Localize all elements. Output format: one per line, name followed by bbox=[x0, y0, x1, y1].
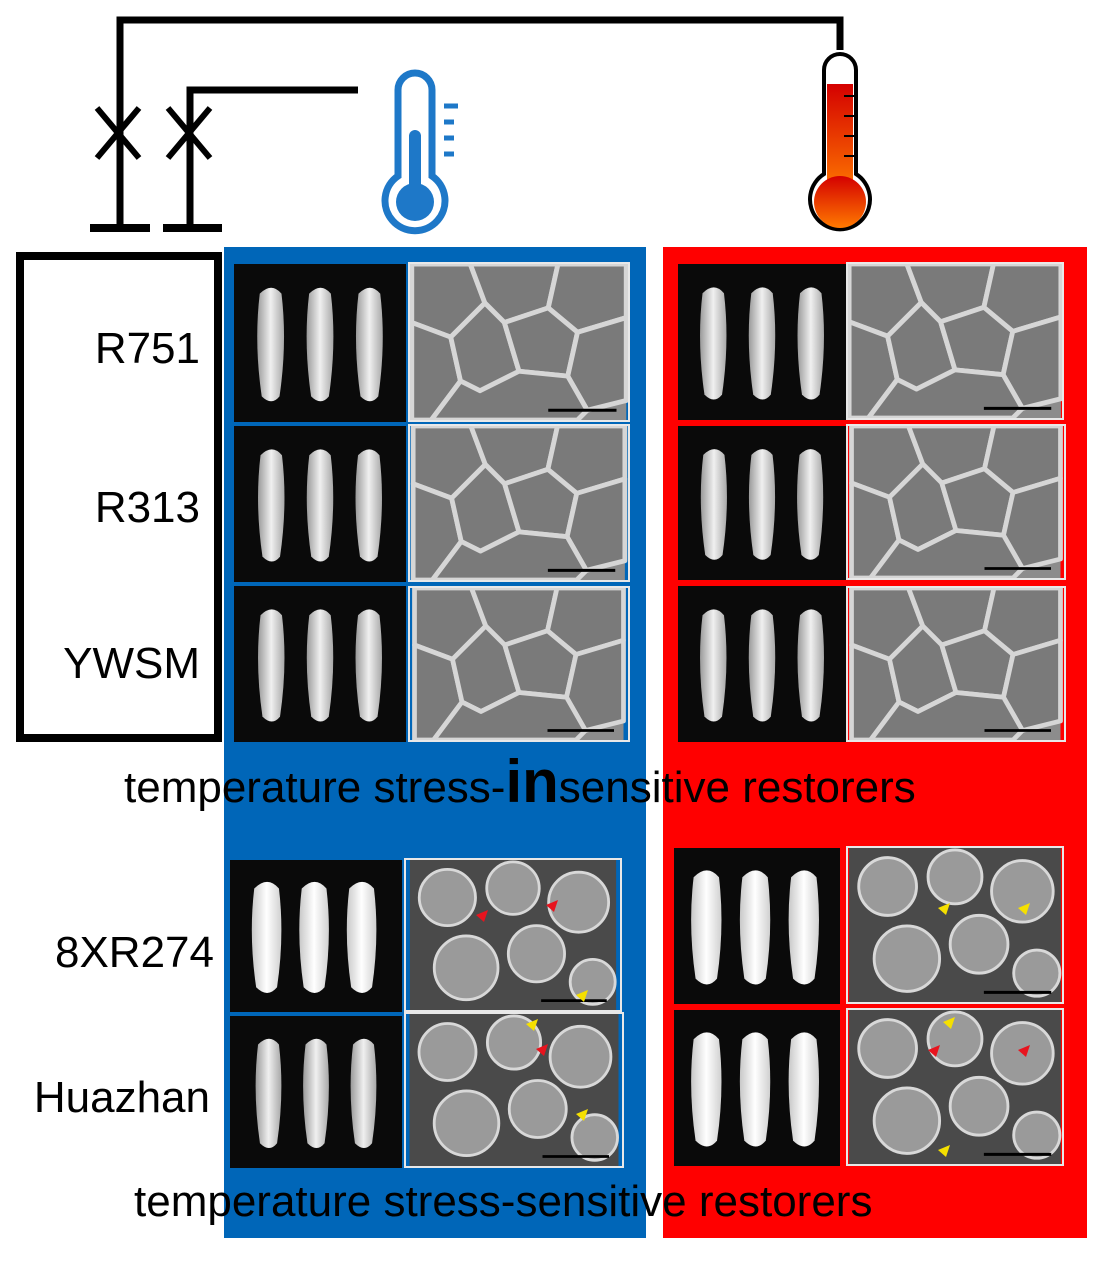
sem-image-r751-high bbox=[846, 262, 1064, 420]
caption-insensitive-suffix: sensitive restorers bbox=[558, 763, 916, 812]
sem-image-8xr274-high bbox=[846, 846, 1064, 1004]
genotype-label-8xr274: 8XR274 bbox=[54, 928, 214, 977]
grain-photo-r313-low bbox=[234, 426, 406, 582]
thermometer-high-icon bbox=[808, 52, 872, 232]
sem-image-ywsm-low bbox=[408, 586, 630, 742]
genotype-label-huazhan: Huazhan bbox=[33, 1073, 210, 1122]
grain-photo-huazhan-low bbox=[230, 1016, 402, 1168]
grain-photo-huazhan-high bbox=[674, 1010, 840, 1166]
grain-photo-8xr274-high bbox=[674, 848, 840, 1004]
thermometer-low-icon bbox=[381, 69, 458, 235]
sem-image-huazhan-high bbox=[846, 1008, 1064, 1166]
cross-line-high bbox=[116, 16, 480, 228]
grain-photo-r313-high bbox=[678, 426, 846, 580]
sem-image-8xr274-low bbox=[404, 858, 622, 1012]
sem-image-r313-low bbox=[408, 424, 630, 582]
genotype-label-ywsm: YWSM bbox=[63, 639, 200, 688]
caption-insensitive: temperature stress-insensitive restorers bbox=[124, 752, 916, 812]
sem-image-r751-low bbox=[408, 262, 630, 422]
grain-photo-ywsm-high bbox=[678, 586, 846, 742]
cross-line-to-hot bbox=[470, 16, 844, 50]
genotype-label-r313: R313 bbox=[94, 483, 200, 532]
grain-photo-ywsm-low bbox=[234, 586, 406, 742]
sem-image-huazhan-low bbox=[404, 1012, 624, 1168]
caption-sensitive: temperature stress-sensitive restorers bbox=[134, 1177, 873, 1226]
cross-x-icon bbox=[94, 106, 142, 160]
cross-diagram bbox=[90, 16, 480, 232]
grain-photo-r751-low bbox=[234, 264, 406, 422]
genotype-bracket-box bbox=[16, 252, 222, 742]
sem-image-r313-high bbox=[846, 424, 1066, 580]
genotype-label-r751: R751 bbox=[94, 324, 200, 373]
cross-line-low bbox=[186, 86, 358, 228]
caption-insensitive-emphasis: in bbox=[505, 748, 559, 815]
sem-image-ywsm-high bbox=[846, 586, 1066, 742]
grain-photo-8xr274-low bbox=[230, 860, 402, 1012]
grain-photo-r751-high bbox=[678, 264, 846, 420]
cross-x-icon bbox=[165, 106, 213, 160]
caption-insensitive-prefix: temperature stress- bbox=[124, 763, 506, 812]
